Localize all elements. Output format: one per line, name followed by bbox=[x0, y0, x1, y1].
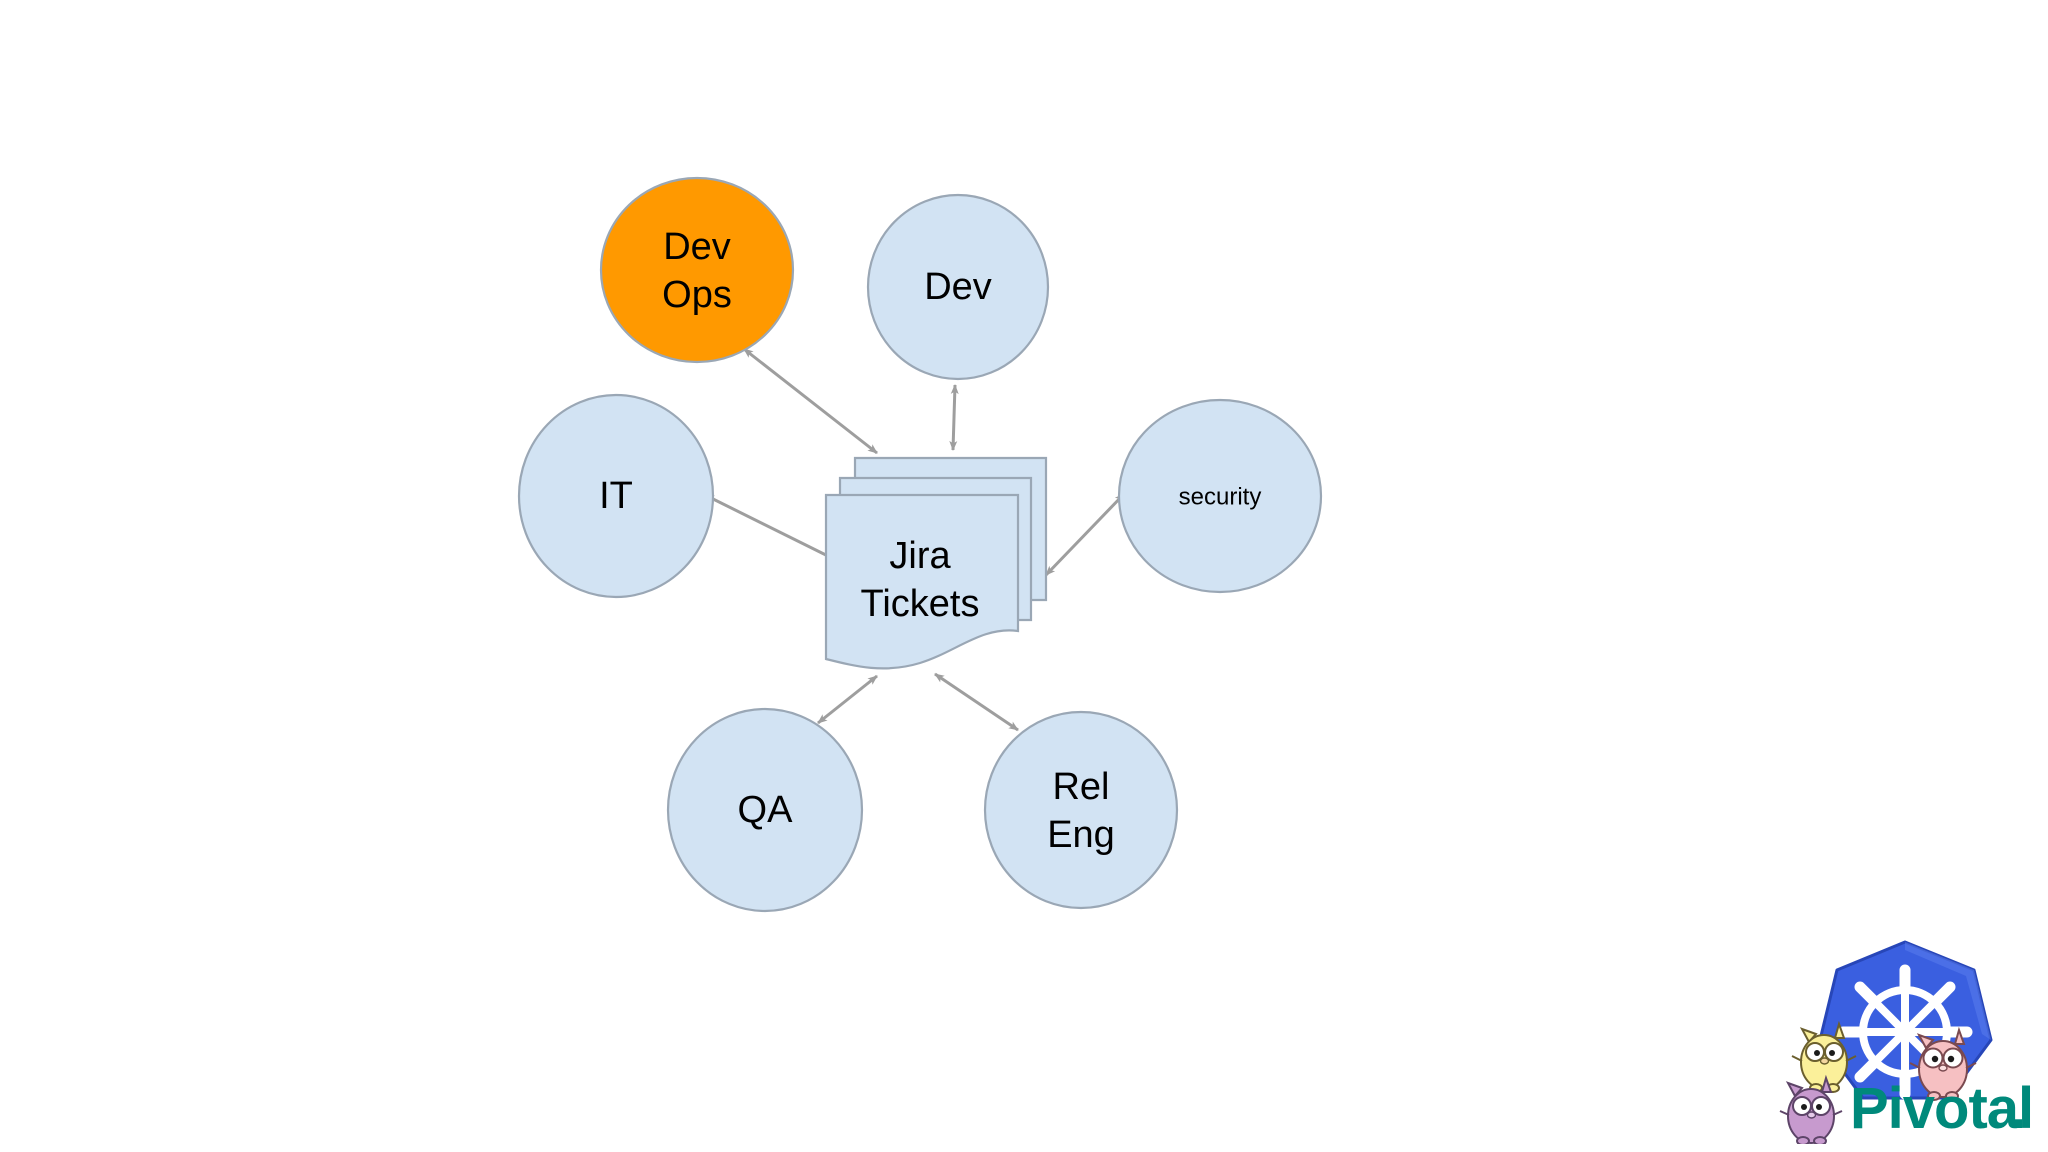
node-devops[interactable]: Dev Ops bbox=[599, 176, 795, 364]
node-releng-shape bbox=[983, 710, 1179, 910]
edge-jira-security[interactable] bbox=[1044, 492, 1126, 577]
node-dev-shape bbox=[866, 193, 1050, 381]
edge-jira-dev[interactable] bbox=[949, 384, 959, 451]
node-devops-shape bbox=[599, 176, 795, 364]
edge-group bbox=[704, 347, 1126, 732]
pivotal-wordmark-dot: . bbox=[2010, 1076, 2026, 1141]
node-security[interactable]: security bbox=[1117, 398, 1323, 594]
node-it-shape bbox=[517, 393, 715, 599]
edge-jira-qa[interactable] bbox=[817, 674, 878, 725]
gopher-yellow-icon bbox=[1791, 1020, 1857, 1093]
node-releng[interactable]: Rel Eng bbox=[983, 710, 1179, 910]
node-security-shape bbox=[1117, 398, 1323, 594]
node-qa-shape bbox=[666, 707, 864, 913]
node-jira-tickets[interactable]: Jira Tickets bbox=[824, 456, 1048, 670]
edge-jira-devops[interactable] bbox=[743, 347, 878, 455]
node-it[interactable]: IT bbox=[517, 393, 715, 599]
gopher-pink-icon bbox=[1909, 1026, 1977, 1101]
doc-sheet-front bbox=[824, 493, 1020, 670]
gopher-purple-icon bbox=[1779, 1074, 1843, 1144]
pivotal-wordmark: Pivotal bbox=[1850, 1076, 2033, 1141]
node-qa[interactable]: QA bbox=[666, 707, 864, 913]
edge-jira-it[interactable] bbox=[704, 493, 841, 564]
edge-jira-releng[interactable] bbox=[934, 672, 1019, 732]
pivotal-logo: Pivotal . bbox=[1778, 928, 2040, 1144]
node-dev[interactable]: Dev bbox=[866, 193, 1050, 381]
